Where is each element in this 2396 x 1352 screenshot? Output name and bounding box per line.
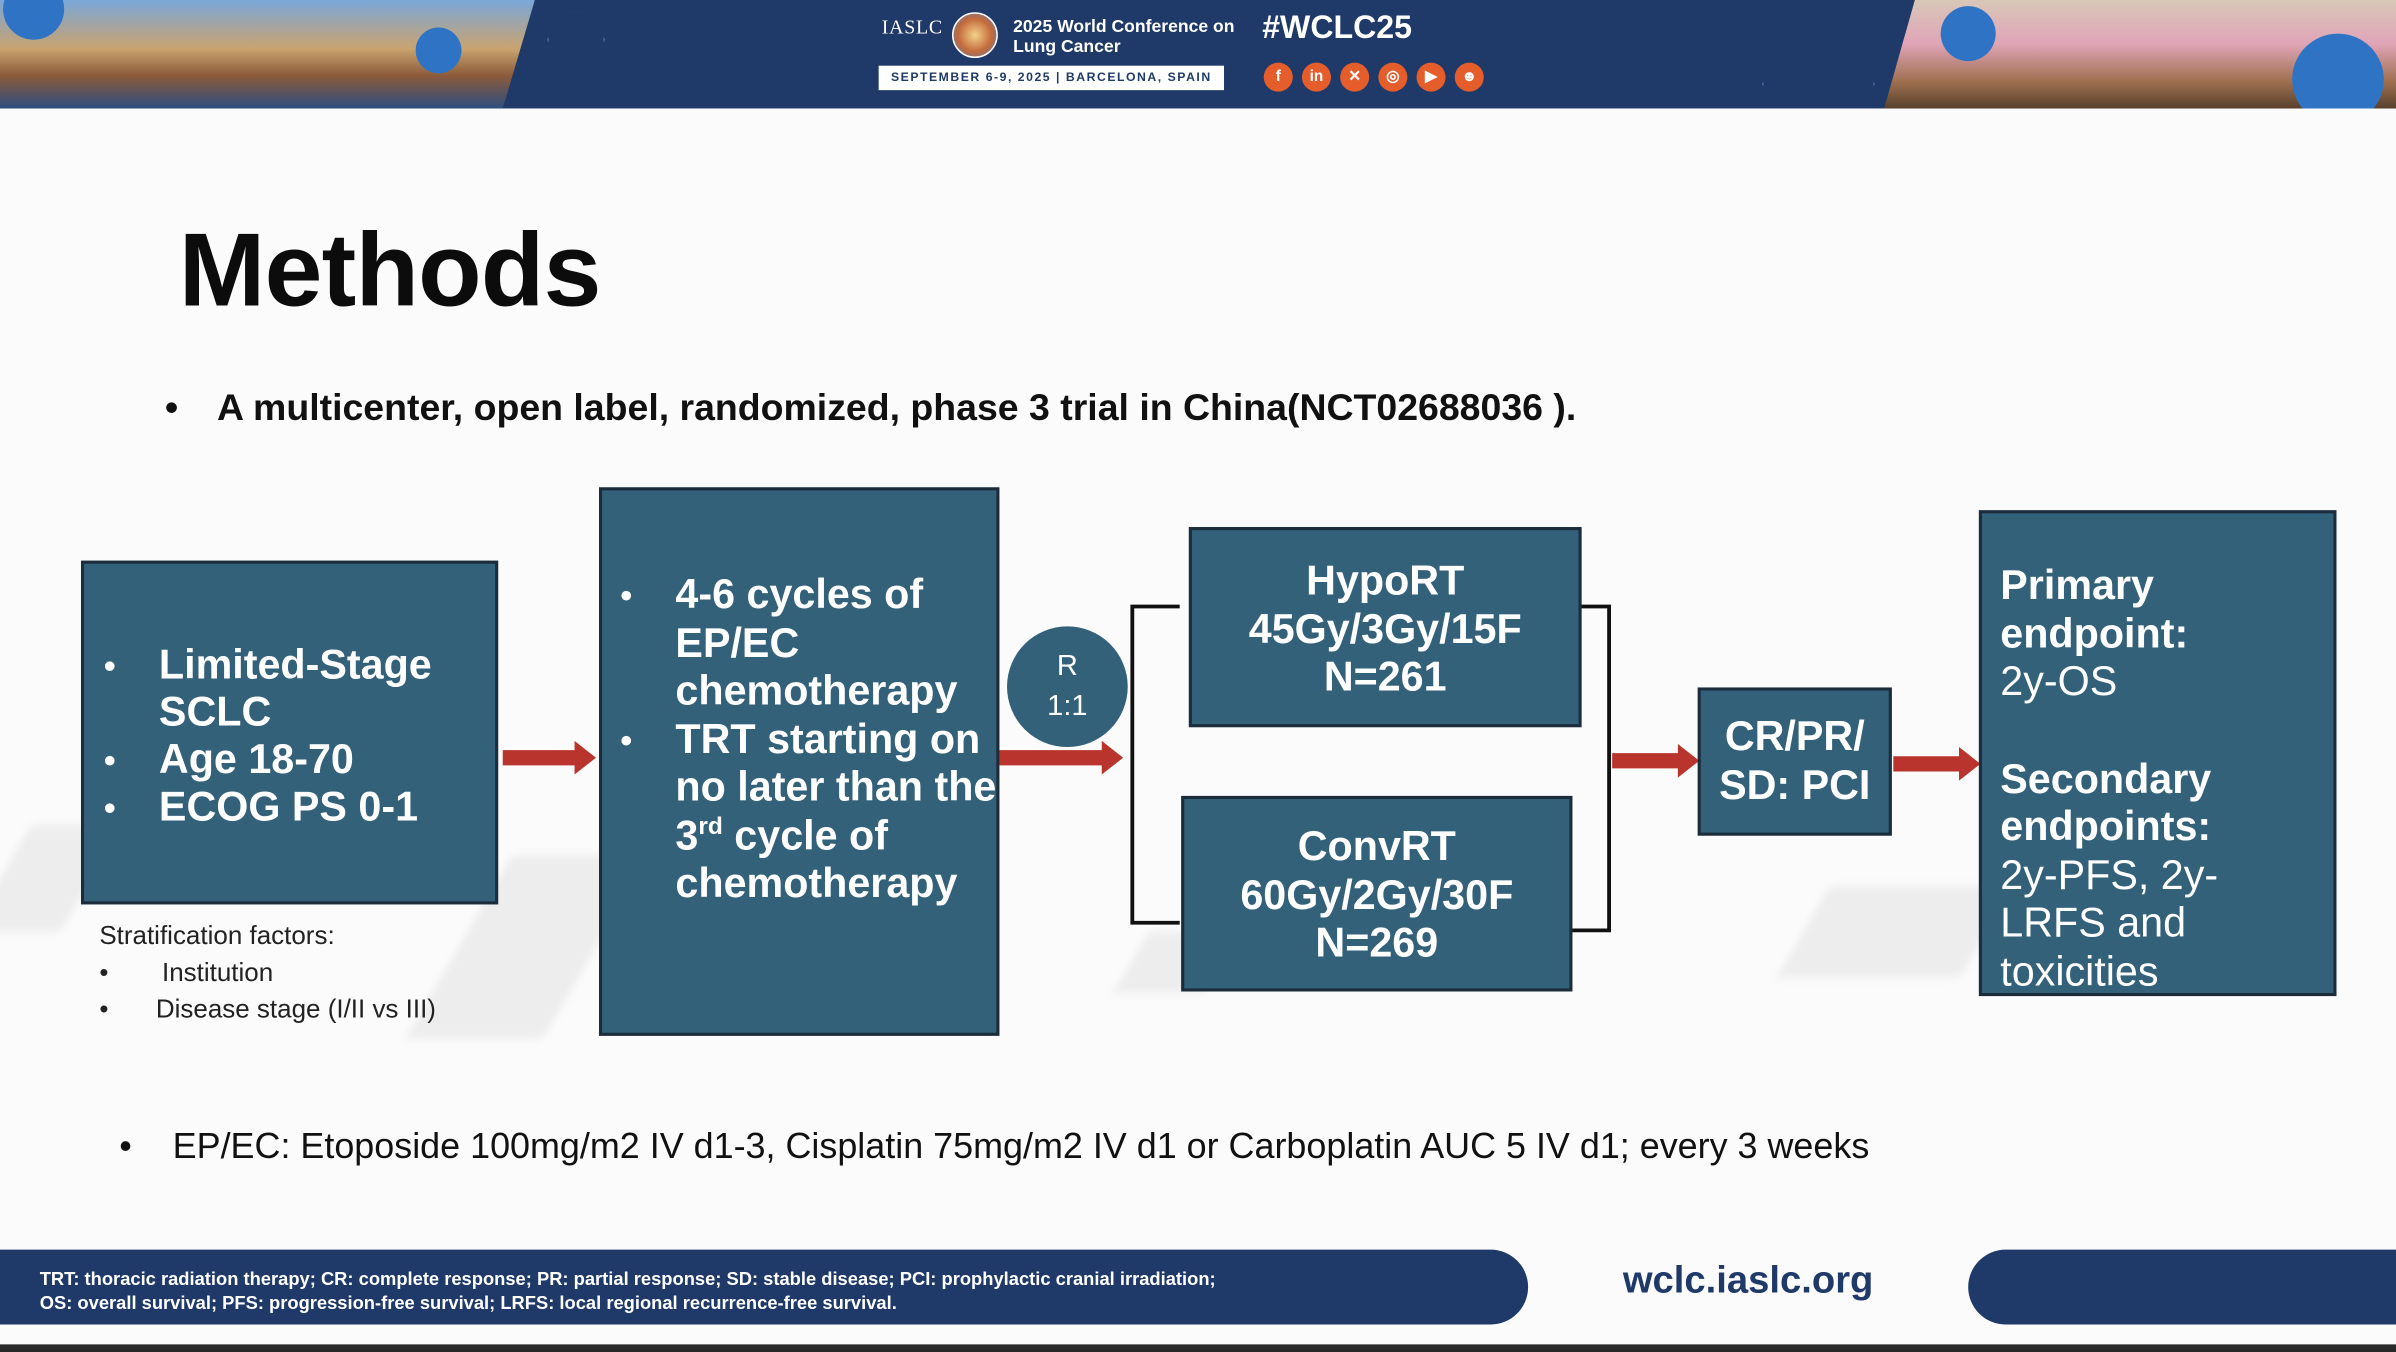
iaslc-logo: IASLC <box>881 15 943 39</box>
bullet-icon: • <box>119 1125 132 1166</box>
slide-title: Methods <box>178 212 602 329</box>
intro-text: A multicenter, open label, randomized, p… <box>216 388 1577 430</box>
primary-endpoint-label: Primary endpoint: <box>2000 562 2189 657</box>
endpoints-box: Primary endpoint: 2y-OS Secondary endpoi… <box>1978 510 2337 997</box>
decorative-dot <box>1940 6 1996 62</box>
eligibility-item: •ECOG PS 0-1 <box>103 783 419 830</box>
hypofractionated-arm-box: HypoRT 45Gy/3Gy/15F N=261 <box>1188 527 1582 728</box>
chemo-regimen-note: • EP/EC: Etoposide 100mg/m2 IV d1-3, Cisp… <box>119 1126 1869 1167</box>
footer-bar <box>1968 1249 2396 1325</box>
response-line: SD: PCI <box>1719 761 1871 808</box>
wechat-icon[interactable]: ☻ <box>1454 62 1484 92</box>
arm-dose: 60Gy/2Gy/30F <box>1240 871 1514 918</box>
x-icon[interactable]: ✕ <box>1340 62 1370 92</box>
secondary-endpoints-label: Secondary endpoints: <box>2000 755 2212 850</box>
chemo-regimen-text: EP/EC: Etoposide 100mg/m2 IV d1-3, Cispl… <box>172 1125 1870 1166</box>
bracket-left <box>1130 604 1180 925</box>
eligibility-box: •Limited-Stage SCLC •Age 18-70 •ECOG PS … <box>80 560 499 905</box>
abbreviations-line: TRT: thoracic radiation therapy; CR: com… <box>39 1267 1216 1290</box>
arm-name: HypoRT <box>1306 557 1465 604</box>
eligibility-item: •Age 18-70 <box>103 736 354 783</box>
response-pci-box: CR/PR/ SD: PCI <box>1697 687 1892 836</box>
stratification-item: •Disease stage (I/II vs III) <box>99 994 436 1024</box>
induction-item: •TRT starting on no later than the 3rd c… <box>620 715 997 906</box>
bullet-icon: • <box>165 388 179 430</box>
conference-hashtag: #WCLC25 <box>1262 10 1413 46</box>
conference-logo-icon <box>952 12 998 59</box>
bracket-right <box>1572 604 1611 933</box>
conference-banner: IASLC 2025 World Conference on Lung Canc… <box>0 0 2396 109</box>
arrow-arms-to-response <box>1612 743 1700 778</box>
primary-endpoint-value: 2y-OS <box>2000 658 2118 705</box>
conventional-arm-box: ConvRT 60Gy/2Gy/30F N=269 <box>1181 795 1573 992</box>
youtube-icon[interactable]: ▶ <box>1416 62 1446 92</box>
stratification-heading: Stratification factors: <box>99 921 335 951</box>
arrow-induction-to-randomization <box>999 740 1124 775</box>
stratification-item: •Institution <box>99 957 274 987</box>
intro-bullet: • A multicenter, open label, randomized, … <box>165 388 1576 431</box>
eligibility-item: •Limited-Stage SCLC <box>103 641 432 735</box>
conference-dates: SEPTEMBER 6-9, 2025 | BARCELONA, SPAIN <box>878 65 1225 91</box>
bottom-divider <box>0 1344 2396 1352</box>
induction-box: •4-6 cycles of EP/EC chemotherapy •TRT s… <box>599 487 1000 1036</box>
arrow-eligibility-to-induction <box>502 740 596 775</box>
linkedin-icon[interactable]: in <box>1301 62 1331 92</box>
hexagon-shape <box>547 12 606 68</box>
induction-item: •4-6 cycles of EP/EC chemotherapy <box>620 571 958 714</box>
response-line: CR/PR/ <box>1724 713 1865 760</box>
abbreviations-line: OS: overall survival; PFS: progression-f… <box>39 1292 897 1314</box>
social-links: f in ✕ ◎ ▶ ☻ <box>1263 62 1484 92</box>
stratification-factors: Stratification factors: •Institution •Di… <box>99 918 436 1028</box>
secondary-endpoints-value: 2y-PFS, 2y-LRFS and toxicities <box>2000 851 2219 994</box>
instagram-icon[interactable]: ◎ <box>1378 62 1408 92</box>
arm-sample-size: N=261 <box>1323 653 1447 700</box>
arrow-response-to-endpoints <box>1893 747 1981 781</box>
randomization-letter: R <box>1056 650 1078 683</box>
facebook-icon[interactable]: f <box>1263 62 1293 92</box>
decorative-dot <box>2292 33 2384 109</box>
arm-dose: 45Gy/3Gy/15F <box>1248 605 1522 652</box>
randomization-circle: R 1:1 <box>1007 626 1128 748</box>
decorative-dot <box>415 27 462 74</box>
conference-name: 2025 World Conference on Lung Cancer <box>1013 18 1235 57</box>
abbreviations-footer: TRT: thoracic radiation therapy; CR: com… <box>0 1249 1529 1325</box>
website-link[interactable]: wclc.iaslc.org <box>1622 1258 1874 1302</box>
arm-name: ConvRT <box>1297 823 1456 870</box>
randomization-ratio: 1:1 <box>1047 690 1088 723</box>
arm-sample-size: N=269 <box>1315 919 1439 966</box>
